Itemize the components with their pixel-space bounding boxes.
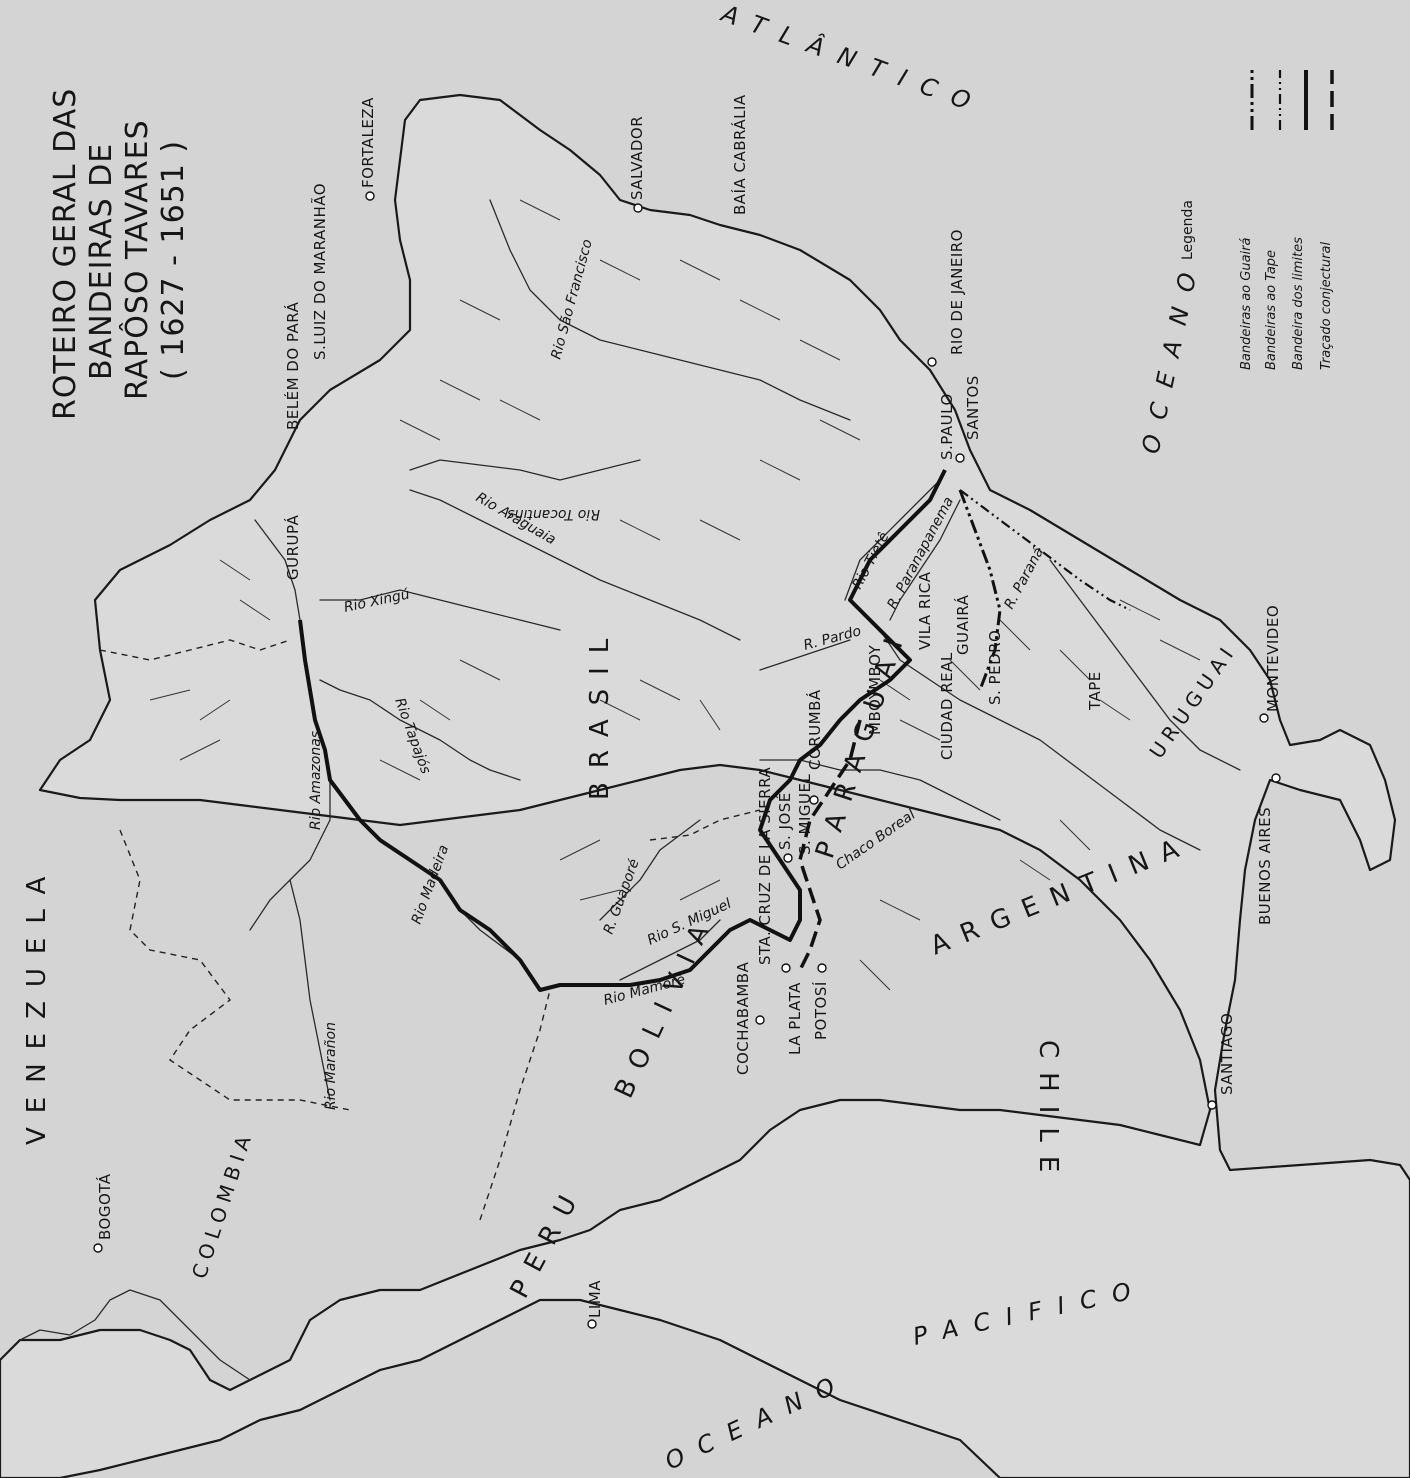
- label-lima: LIMA: [586, 1280, 604, 1318]
- label-santos: SANTOS: [964, 375, 982, 440]
- river-parana: [849, 599, 1201, 851]
- city-dot-montevideo: [1259, 713, 1269, 723]
- label-oceano-pacifico-1: OCEANO: [661, 1366, 854, 1476]
- label-chile: CHILE: [1033, 1040, 1063, 1186]
- label-guaira: GUAIRÁ: [953, 594, 972, 655]
- label-montevideo: MONTEVIDEO: [1264, 605, 1282, 712]
- label-vila-rica: VILA RICA: [916, 571, 934, 650]
- label-bogota: BOGOTÁ: [95, 1173, 114, 1240]
- label-fortaleza: FORTALEZA: [359, 97, 377, 188]
- label-potosi: POTOSÍ: [811, 981, 830, 1040]
- tributaries-south: [859, 599, 1201, 991]
- label-sao-pedro: S. PEDRO: [986, 630, 1004, 705]
- route-bandeira-dos-limites: [298, 469, 947, 992]
- city-dot-corumba: [809, 795, 819, 805]
- legend-label-conjectural: Traçado conjectural: [1319, 242, 1334, 370]
- label-san-jose: S. JOSÉ: [775, 792, 794, 850]
- river-pardo: [759, 639, 851, 671]
- label-sao-luiz: S.LUIZ DO MARANHÃO: [310, 183, 329, 360]
- label-colombia: COLOMBIA: [187, 1127, 258, 1281]
- label-rio-madeira: Rio Madeira: [409, 843, 452, 926]
- title-line-2: BANDEIRAS DE: [84, 143, 119, 380]
- border-bolivia-brasil: [649, 809, 761, 841]
- label-oceano-atlantico-1: OCEANO: [1136, 255, 1205, 457]
- river-paranapanema: [889, 499, 961, 621]
- label-cochabamba: COCHABAMBA: [734, 961, 752, 1075]
- border-colombia: [119, 829, 351, 1111]
- river-tapajos: [319, 679, 521, 781]
- route-bandeiras-ao-tape: [959, 489, 1131, 611]
- label-santa-cruz: STA. CRUZ DE LA SIERRA: [756, 767, 774, 965]
- label-mboymboy: MBOYMBOY: [866, 644, 884, 735]
- label-oceano-atlantico-2: ATLÂNTICO: [716, 0, 989, 121]
- label-la-plata: LA PLATA: [786, 982, 804, 1055]
- label-corumba: CORUMBÁ: [805, 689, 824, 770]
- city-dot-san-jose: [783, 853, 793, 863]
- city-dot-buenos-aires: [1271, 773, 1281, 783]
- title-line-1: ROTEIRO GERAL DAS: [48, 88, 83, 420]
- city-dot-potosi: [817, 963, 827, 973]
- legend-label-limites: Bandeira dos limites: [1291, 237, 1306, 370]
- label-san-miguel: S. MIGUEL: [796, 773, 814, 855]
- label-sao-paulo: S.PAULO: [938, 393, 956, 460]
- tributaries-north: [149, 199, 861, 901]
- label-ciudad-real: CIUDAD REAL: [938, 652, 956, 760]
- label-brasil: BRASIL: [585, 625, 615, 800]
- city-dot-fortaleza: [365, 191, 375, 201]
- city-dot-santiago: [1207, 1100, 1217, 1110]
- city-dot-cochabamba: [755, 1015, 765, 1025]
- river-sao-francisco: [489, 199, 851, 421]
- border-venezuela-brasil: [99, 639, 291, 661]
- river-tiete: [844, 479, 941, 601]
- route-tracado-conjectural: [798, 719, 862, 971]
- border-peru-bolivia: [479, 989, 551, 1221]
- continent-coastline: [0, 93, 1410, 1478]
- label-gurupa: GURUPÁ: [283, 514, 302, 580]
- label-salvador: SALVADOR: [628, 116, 646, 200]
- legend-label-guaira: Bandeiras ao Guairá: [1239, 238, 1254, 370]
- river-tocantins: [409, 459, 641, 481]
- river-guapore: [599, 819, 701, 921]
- label-rio-maranon: Rio Marañon: [323, 1022, 339, 1110]
- label-rio-tocantins: Rio Tocantins: [507, 506, 600, 522]
- river-xingu: [319, 589, 561, 631]
- pacific-coast-north: [19, 1289, 251, 1381]
- river-maranon: [289, 879, 331, 1101]
- label-baia-cabralia: BAÍA CABRÁLIA: [730, 94, 749, 215]
- city-dot-bogota: [93, 1243, 103, 1253]
- city-markers: [93, 191, 1281, 1329]
- city-dot-la-plata: [781, 963, 791, 973]
- label-rio-amazonas: Rio Amazonas: [308, 731, 324, 830]
- city-dot-salvador: [633, 203, 643, 213]
- title-line-4: ( 1627 - 1651 ): [156, 140, 191, 380]
- route-bandeiras-ao-guaira: [958, 489, 1002, 691]
- legend-heading: Legenda: [1180, 200, 1196, 260]
- label-belem: BELÉM DO PARÁ: [283, 301, 302, 430]
- river-mamore: [619, 919, 721, 981]
- label-venezuela: VENEZUELA: [22, 863, 52, 1145]
- title-line-3: RAPÔSO TAVARES: [118, 119, 155, 400]
- label-santiago: SANTIAGO: [1218, 1013, 1236, 1095]
- city-dot-santos: [955, 453, 965, 463]
- map-title: ROTEIRO GERAL DAS BANDEIRAS DE RAPÔSO TA…: [48, 88, 191, 420]
- label-rio-de-janeiro: RIO DE JANEIRO: [948, 229, 966, 355]
- label-tape: TAPE: [1086, 671, 1104, 711]
- legend: Legenda Bandeiras ao Guairá Bandeiras ao…: [1180, 70, 1334, 370]
- river-araguaia: [409, 489, 741, 641]
- city-dot-rio: [927, 357, 937, 367]
- legend-label-tape: Bandeiras ao Tape: [1264, 250, 1279, 370]
- river-uruguai: [1049, 559, 1241, 771]
- rivers: [149, 199, 1241, 1101]
- city-dot-lima: [587, 1319, 597, 1329]
- label-buenos-aires: BUENOS AIRES: [1256, 807, 1274, 925]
- label-r-guapore: R. Guaporé: [601, 857, 643, 937]
